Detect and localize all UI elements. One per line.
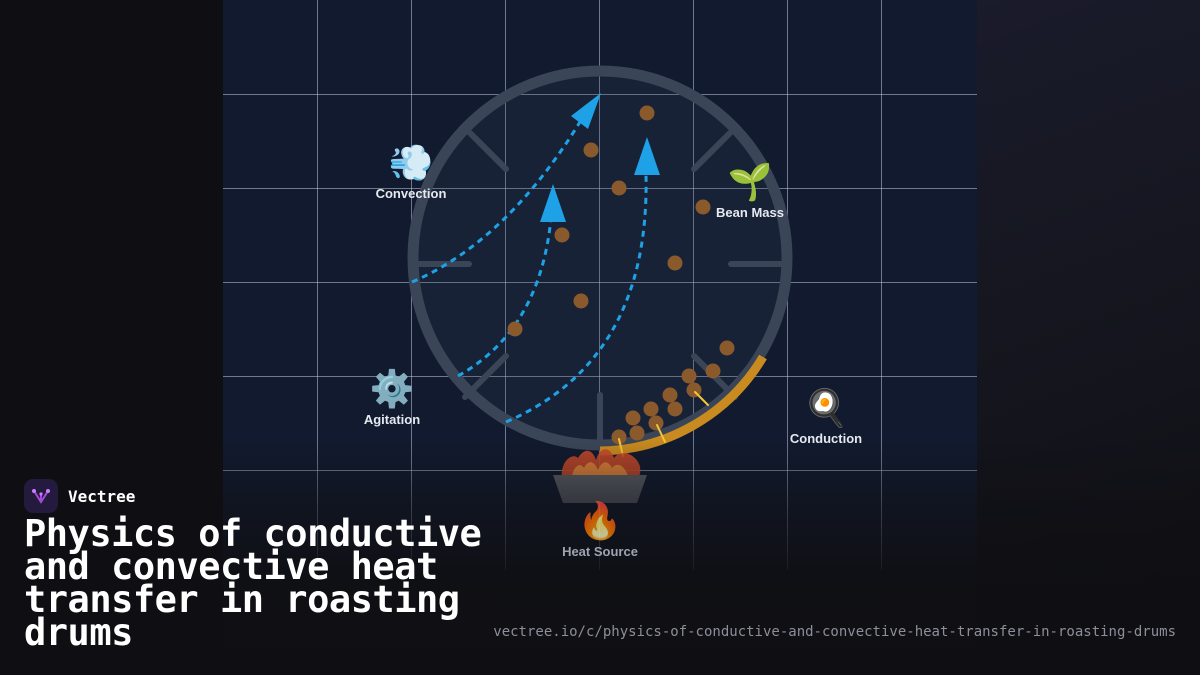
- bean: [629, 425, 645, 441]
- bean: [681, 368, 697, 384]
- bean: [695, 199, 711, 215]
- frying-pan-icon: 🍳: [803, 388, 849, 429]
- drum-vane: [691, 125, 738, 172]
- bean: [705, 363, 721, 379]
- bean: [573, 293, 589, 309]
- agitation-label: Agitation: [363, 412, 421, 427]
- grid-line: [223, 376, 977, 377]
- drum-vanes: [410, 125, 790, 448]
- bean: [507, 321, 523, 337]
- heat-source-label: Heat Source: [562, 544, 638, 559]
- gear-icon: ⚙️: [369, 369, 415, 410]
- bottom-fade: [0, 440, 1200, 675]
- bean: [625, 410, 641, 426]
- bean: [667, 401, 683, 417]
- brand: Vectree: [24, 479, 135, 513]
- bean: [639, 105, 655, 121]
- arrow-head: [634, 137, 660, 175]
- beans: [507, 105, 735, 445]
- airflow-path: [505, 174, 648, 424]
- bean-mass-label: Bean Mass: [716, 205, 784, 220]
- brand-name: Vectree: [68, 486, 136, 506]
- page-url[interactable]: vectree.io/c/physics-of-conductive-and-c…: [493, 624, 1176, 640]
- grid-line: [317, 0, 318, 570]
- bean: [667, 255, 683, 271]
- grid-line: [693, 0, 694, 570]
- bean: [611, 180, 627, 196]
- convection-label: Convection: [375, 186, 447, 201]
- grid-line: [505, 0, 506, 570]
- arrow-head: [571, 93, 601, 129]
- convection-airflow: [411, 111, 648, 424]
- logo-mark-icon: [32, 489, 50, 504]
- heat-spark: [656, 424, 666, 443]
- conduction-label: Conduction: [789, 431, 863, 446]
- page-title: Physics of conductive and convective hea…: [24, 512, 482, 654]
- bean: [648, 415, 664, 431]
- fire-icon: 🔥: [577, 501, 623, 542]
- bean: [662, 387, 678, 403]
- drum-vane: [462, 353, 509, 400]
- airflow-arrowheads: [540, 93, 660, 222]
- arrow-head: [540, 184, 566, 222]
- grid-line: [223, 282, 977, 283]
- wind-icon: 💨: [388, 143, 434, 184]
- bean: [554, 227, 570, 243]
- grid-line: [599, 0, 600, 570]
- bean: [583, 142, 599, 158]
- airflow-path: [457, 217, 553, 378]
- bean: [643, 401, 659, 417]
- heat-spark: [694, 391, 709, 406]
- seedling-icon: 🌱: [727, 162, 773, 203]
- grid-line: [223, 188, 977, 189]
- airflow-path: [411, 111, 588, 284]
- vectree-logo: [24, 479, 58, 513]
- grid-line: [881, 0, 882, 570]
- drum-vane: [462, 125, 509, 172]
- bean: [719, 340, 735, 356]
